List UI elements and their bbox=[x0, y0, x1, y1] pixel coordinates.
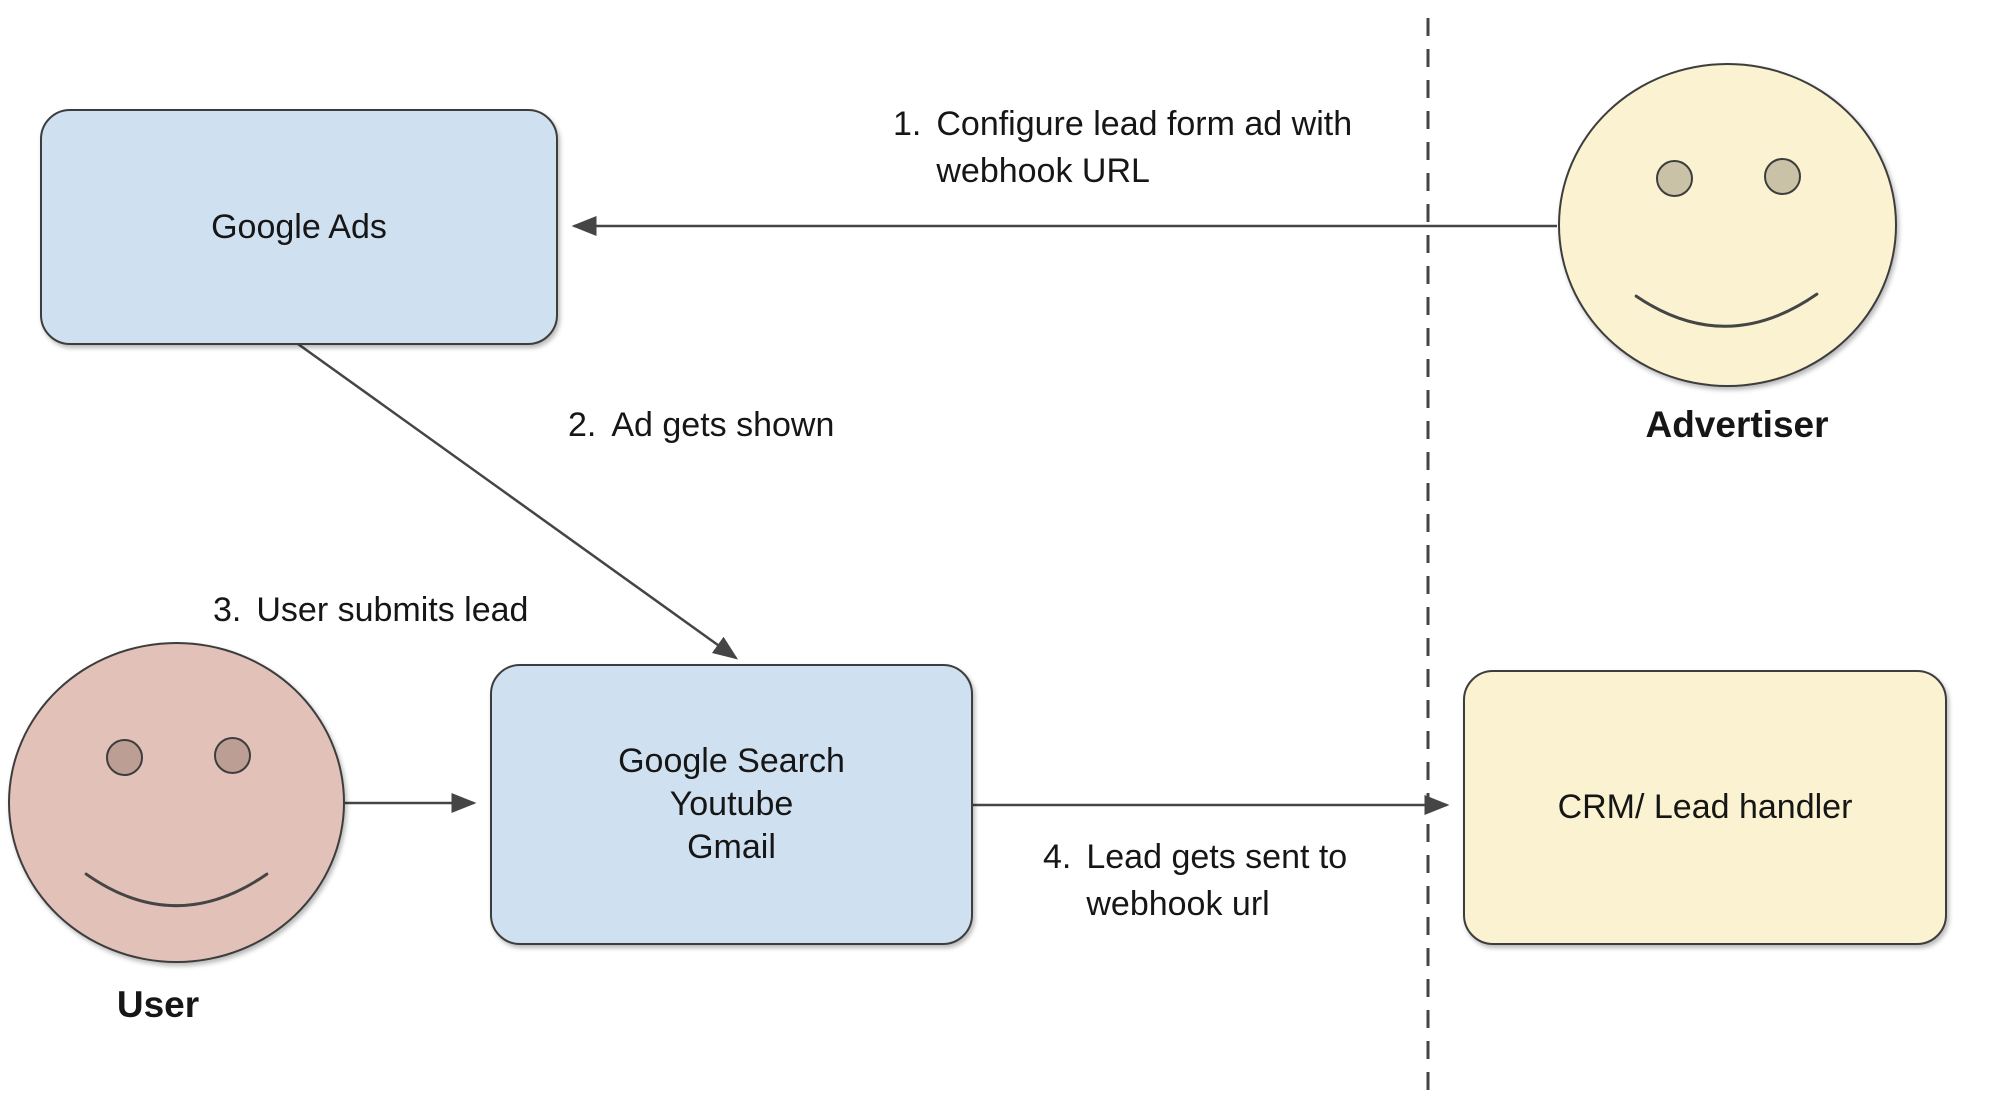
step-1-text: Configure lead form ad with webhook URL bbox=[936, 101, 1352, 195]
step-3-line-1: User submits lead bbox=[256, 591, 529, 629]
step-2-line-1: Ad gets shown bbox=[611, 406, 835, 444]
advertiser-face-icon bbox=[1558, 63, 1897, 387]
step-3-annotation: 3. User submits lead bbox=[213, 587, 528, 634]
user-smile-icon bbox=[84, 872, 269, 908]
platform-line-google-search: Google Search bbox=[618, 742, 845, 780]
node-google-ads-label: Google Ads bbox=[211, 207, 387, 246]
step-1-annotation: 1. Configure lead form ad with webhook U… bbox=[893, 101, 1352, 195]
node-crm-label: CRM/ Lead handler bbox=[1557, 788, 1853, 826]
node-google-ads: Google Ads bbox=[40, 109, 558, 345]
step-1-line-2: webhook URL bbox=[936, 152, 1150, 190]
user-label: User bbox=[116, 984, 200, 1025]
advertiser-smile-icon bbox=[1634, 292, 1819, 328]
step-2-number: 2. bbox=[568, 406, 597, 444]
step-4-annotation: 4. Lead gets sent to webhook url bbox=[1043, 834, 1347, 928]
node-platforms: Google Search Youtube Gmail bbox=[490, 664, 973, 945]
step-4-number: 4. bbox=[1043, 838, 1072, 876]
node-platforms-label: Google Search Youtube Gmail bbox=[618, 740, 845, 869]
step-1-line-1: Configure lead form ad with bbox=[936, 105, 1353, 143]
advertiser-left-eye-icon bbox=[1656, 160, 1693, 197]
advertiser-label: Advertiser bbox=[1645, 404, 1829, 445]
advertiser-right-eye-icon bbox=[1764, 158, 1801, 195]
user-right-eye-icon bbox=[214, 737, 251, 774]
platform-line-youtube: Youtube bbox=[669, 785, 794, 823]
user-left-eye-icon bbox=[106, 739, 143, 776]
step-2-annotation: 2. Ad gets shown bbox=[568, 402, 834, 449]
platform-line-gmail: Gmail bbox=[687, 828, 776, 866]
step-1-number: 1. bbox=[893, 105, 922, 143]
user-face-icon bbox=[8, 642, 345, 963]
step-3-number: 3. bbox=[213, 591, 242, 629]
node-crm-lead-handler: CRM/ Lead handler bbox=[1463, 670, 1947, 945]
step-4-line-2: webhook url bbox=[1086, 885, 1270, 923]
step-4-line-1: Lead gets sent to bbox=[1086, 838, 1348, 876]
step-2-text: Ad gets shown bbox=[611, 402, 834, 449]
step-4-text: Lead gets sent to webhook url bbox=[1086, 834, 1347, 928]
step-3-text: User submits lead bbox=[256, 587, 528, 634]
